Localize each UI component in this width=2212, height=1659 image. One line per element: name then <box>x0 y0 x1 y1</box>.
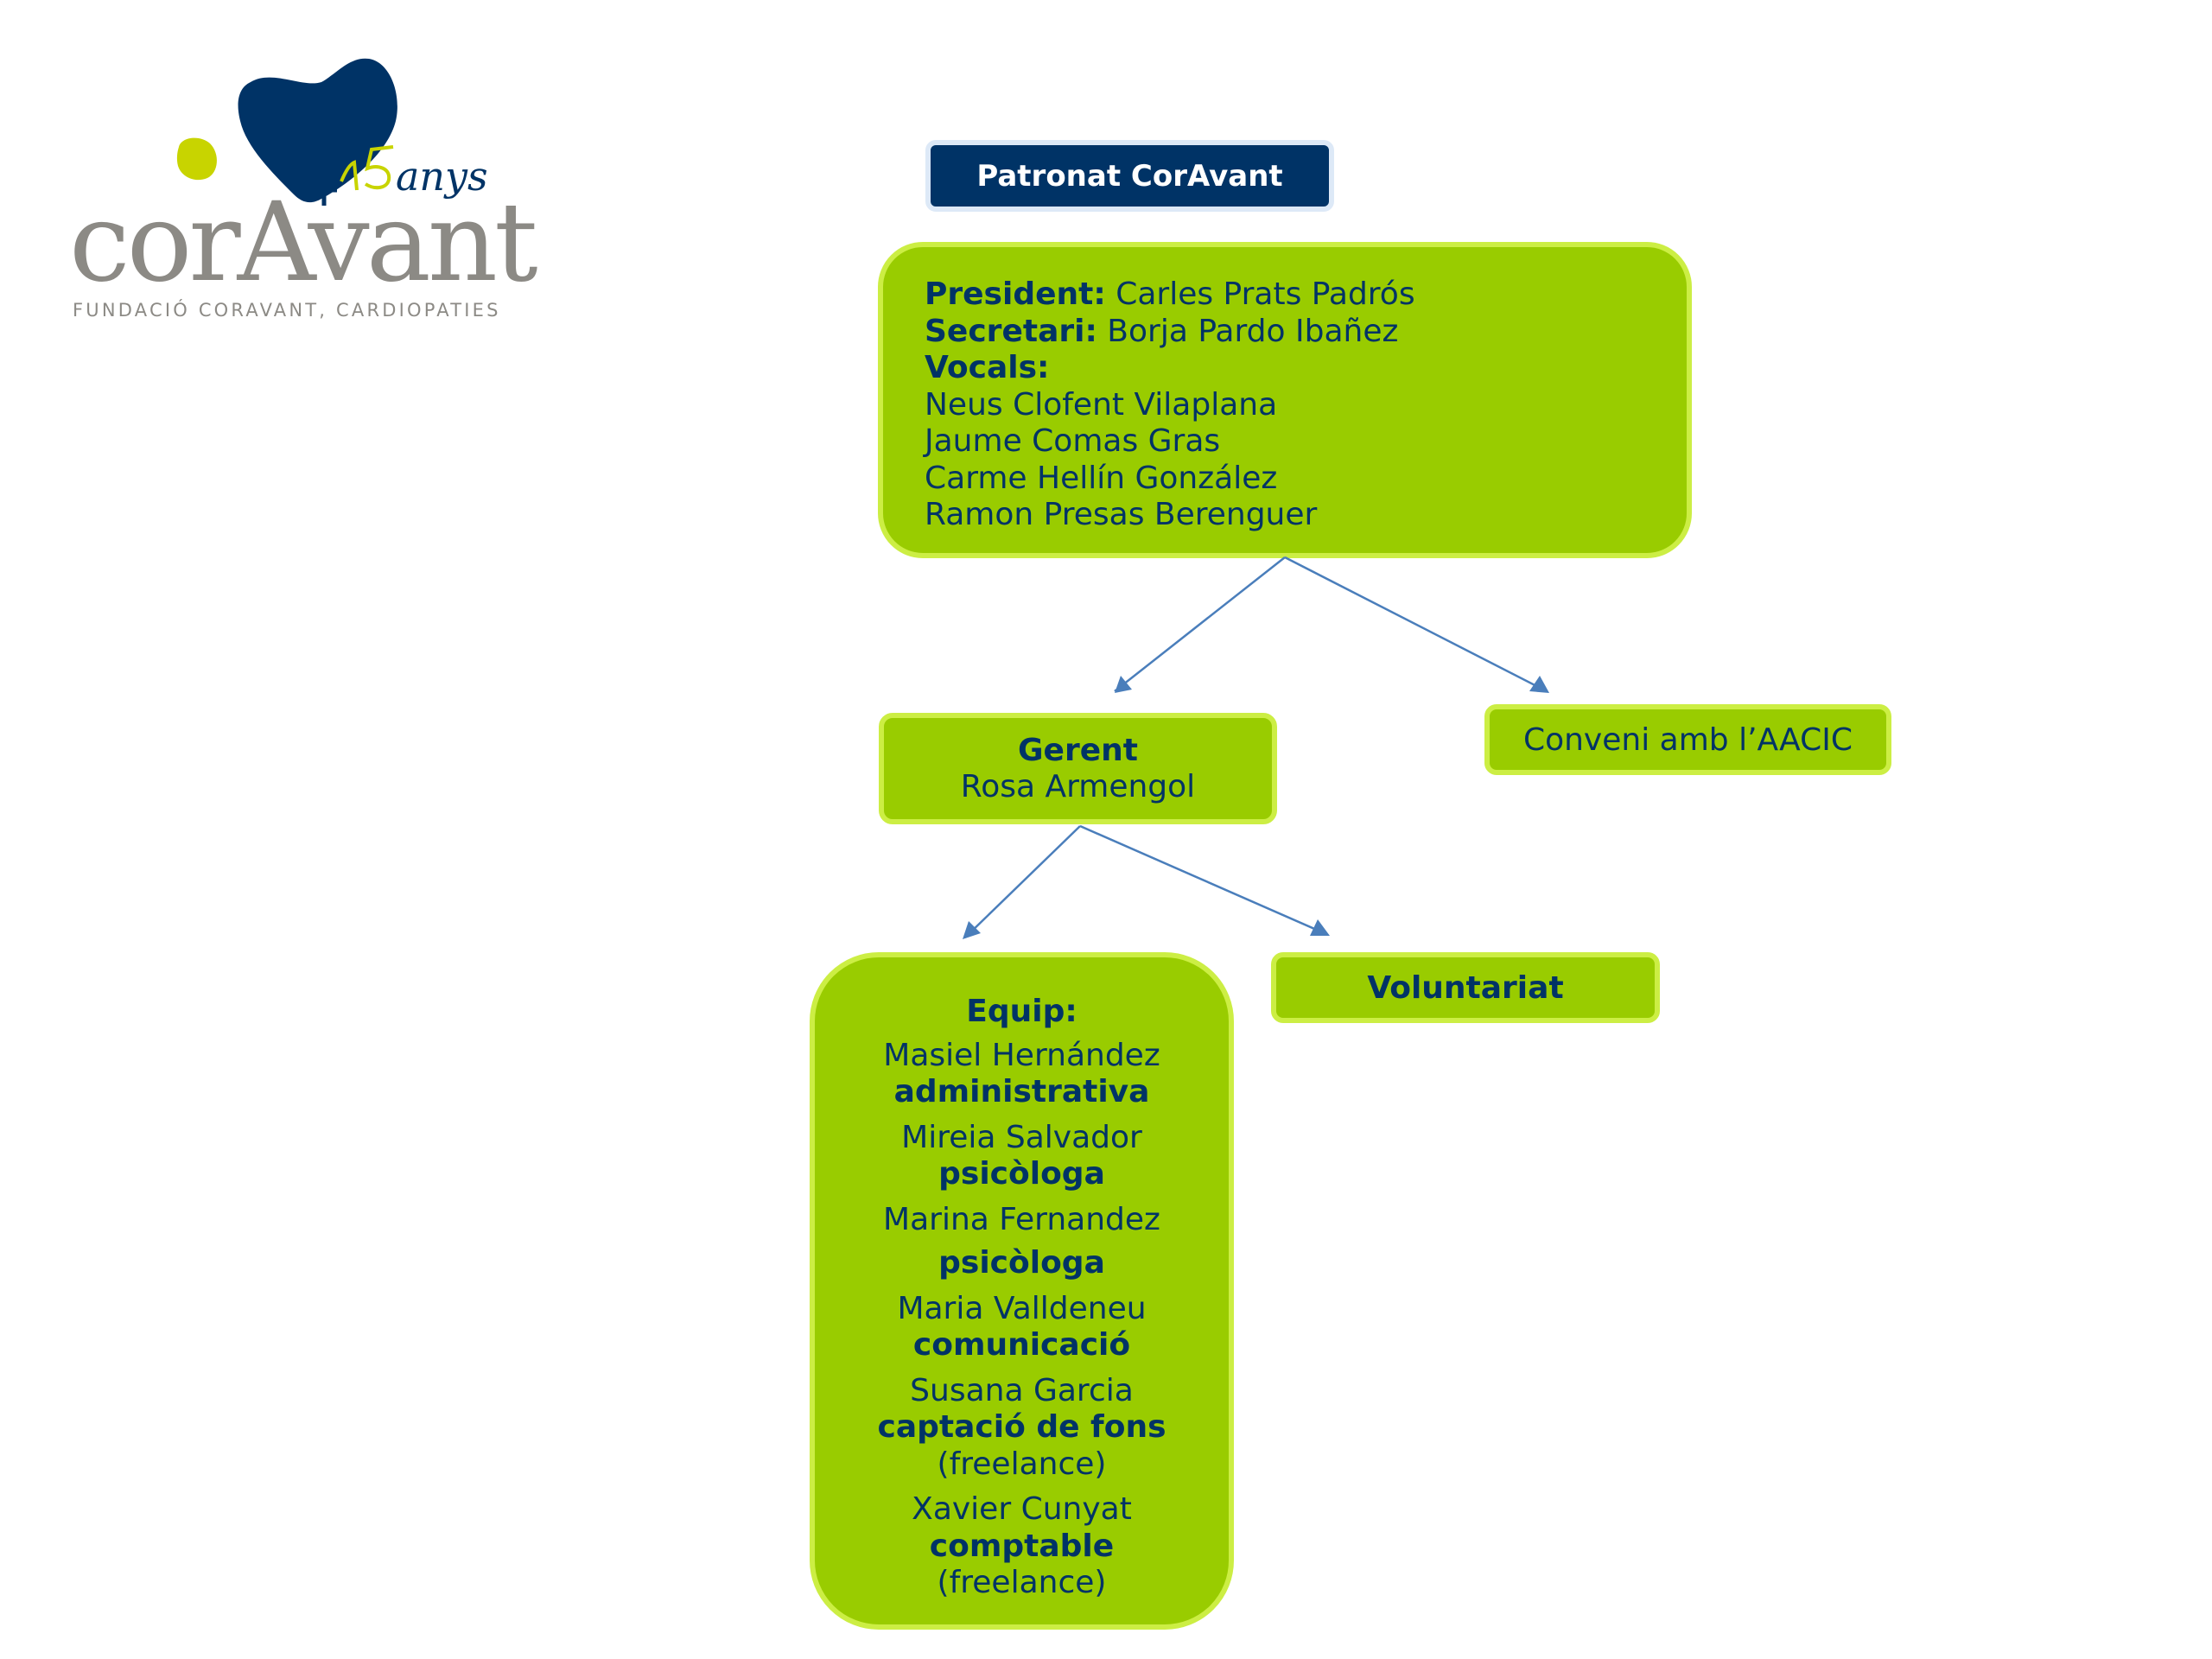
member-note: (freelance) <box>937 1446 1107 1482</box>
board-title: Patronat CorAvant <box>925 140 1334 212</box>
team-box: Equip: Masiel Hernández administrativa M… <box>810 952 1234 1630</box>
president-name: Carles Prats Padrós <box>1105 276 1415 312</box>
manager-box: Gerent Rosa Armengol <box>879 713 1277 824</box>
member-role: administrativa <box>893 1074 1150 1109</box>
manager-label: Gerent <box>1018 732 1138 768</box>
arrowhead-icon <box>1310 919 1330 936</box>
arrow-board-to-agreement <box>1284 556 1549 693</box>
member-role: comptable <box>929 1528 1115 1564</box>
secretary-row: Secretari: Borja Pardo Ibañez <box>925 314 1687 351</box>
member-name: Mireia Salvador <box>901 1119 1142 1155</box>
manager-name: Rosa Armengol <box>960 768 1196 804</box>
member-name: Maria Valldeneu <box>897 1290 1147 1326</box>
coravant-logo: anys corAvant FUNDACIÓ CORAVANT, CARDIOP… <box>52 35 588 328</box>
arrow-manager-to-volunteers <box>1079 824 1330 936</box>
heart-logo-icon <box>176 58 397 206</box>
secretary-label: Secretari: <box>925 313 1097 349</box>
board-title-text: Patronat CorAvant <box>976 158 1283 194</box>
member-role: psicòloga <box>938 1245 1105 1281</box>
vocals-label: Vocals: <box>925 350 1050 385</box>
agreement-box: Conveni amb l’AACIC <box>1484 704 1891 775</box>
volunteers-box: Voluntariat <box>1271 952 1660 1023</box>
member-name: Marina Fernandez <box>883 1201 1160 1237</box>
team-label: Equip: <box>966 994 1077 1029</box>
agreement-label: Conveni amb l’AACIC <box>1522 721 1853 758</box>
member-name: Xavier Cunyat <box>912 1491 1132 1527</box>
arrow-manager-to-team <box>963 825 1081 939</box>
team-member: Susana Garcia captació de fons (freelanc… <box>815 1373 1229 1484</box>
team-member: Xavier Cunyat comptable (freelance) <box>815 1491 1229 1602</box>
logo-wordmark: corAvant <box>69 179 538 306</box>
arrowhead-icon <box>963 921 981 939</box>
vocal-item: Jaume Comas Gras <box>925 423 1221 459</box>
board-box: President: Carles Prats Padrós Secretari… <box>878 242 1692 558</box>
member-name: Masiel Hernández <box>883 1037 1160 1073</box>
team-member: Marina Fernandez psicòloga <box>815 1202 1229 1282</box>
secretary-name: Borja Pardo Ibañez <box>1096 313 1399 349</box>
team-member: Mireia Salvador psicòloga <box>815 1120 1229 1193</box>
logo-subtitle: FUNDACIÓ CORAVANT, CARDIOPATIES <box>73 300 501 321</box>
arrow-board-to-manager <box>1114 556 1286 693</box>
member-role: captació de fons <box>877 1409 1166 1445</box>
member-role: psicòloga <box>938 1156 1105 1192</box>
member-role: comunicació <box>912 1327 1131 1363</box>
president-label: President: <box>925 276 1106 312</box>
anniversary-word: anys <box>396 153 488 200</box>
vocal-item: Neus Clofent Vilaplana <box>925 386 1278 423</box>
volunteers-label: Voluntariat <box>1367 969 1564 1006</box>
arrowhead-icon <box>1529 676 1549 693</box>
team-member: Masiel Hernández administrativa <box>815 1038 1229 1111</box>
vocal-item: Carme Hellín González <box>925 460 1278 496</box>
member-name: Susana Garcia <box>910 1372 1134 1408</box>
president-row: President: Carles Prats Padrós <box>925 276 1687 314</box>
member-note: (freelance) <box>937 1565 1107 1600</box>
vocal-item: Ramon Presas Berenguer <box>925 497 1318 532</box>
team-member: Maria Valldeneu comunicació <box>815 1291 1229 1364</box>
arrowhead-icon <box>1115 676 1132 693</box>
